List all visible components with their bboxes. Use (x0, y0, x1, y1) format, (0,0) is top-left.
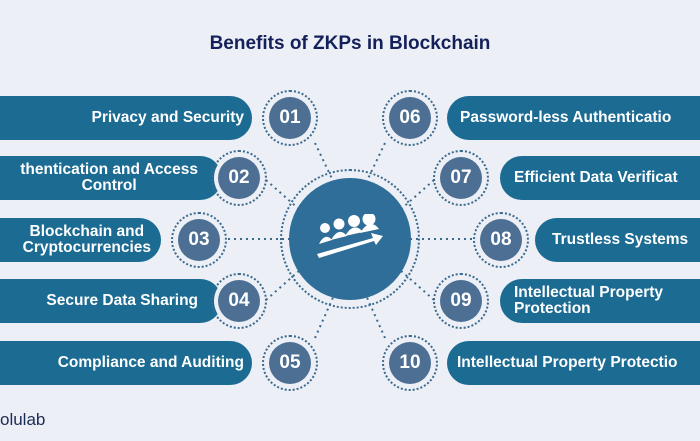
benefit-pill-08: Trustless Systems (535, 218, 700, 262)
benefit-pill-05: Compliance and Auditing (0, 341, 252, 385)
benefit-pill-06: Password-less Authenticatio (447, 96, 700, 140)
benefit-label-06: Password-less Authenticatio (460, 109, 672, 126)
connector-06 (364, 142, 386, 186)
benefit-pill-09: Intellectual Property Protection (500, 279, 700, 323)
number-badge-06: 06 (382, 90, 438, 146)
number-badge-01: 01 (262, 90, 318, 146)
central-hub (280, 169, 420, 309)
benefit-label-02: thentication and Access Control (20, 161, 198, 194)
benefit-pill-10: Intellectual Property Protectio (447, 341, 700, 385)
brand-logo: olulab (0, 410, 46, 429)
number-badge-08: 08 (473, 212, 529, 268)
benefit-label-09: Intellectual Property Protection (514, 284, 664, 317)
benefit-pill-02: thentication and Access Control (0, 156, 222, 200)
benefit-label-05: Compliance and Auditing (57, 354, 244, 371)
number-badge-05: 05 (262, 335, 318, 391)
benefit-label-03: Blockchain and Cryptocurrencies (22, 223, 151, 256)
connector-10 (364, 292, 386, 339)
benefit-pill-03: Blockchain and Cryptocurrencies (0, 218, 161, 262)
number-badge-09: 09 (433, 273, 489, 329)
number-badge-04: 04 (211, 273, 267, 329)
number-badge-02: 02 (211, 150, 267, 206)
diagram-title: Benefits of ZKPs in Blockchain (209, 33, 491, 54)
number-badge-03: 03 (171, 212, 227, 268)
connector-05 (314, 292, 336, 339)
connector-01 (314, 142, 336, 186)
benefit-label-08: Trustless Systems (552, 231, 689, 248)
benefit-label-04: Secure Data Sharing (46, 292, 198, 309)
benefit-label-07: Efficient Data Verificat (514, 169, 678, 186)
team-growth-icon (317, 214, 383, 258)
benefit-pill-01: Privacy and Security (0, 96, 252, 140)
benefit-pill-04: Secure Data Sharing (0, 279, 222, 323)
number-badge-10: 10 (382, 335, 438, 391)
benefit-label-10: Intellectual Property Protectio (457, 354, 678, 371)
number-badge-07: 07 (433, 150, 489, 206)
benefit-pill-07: Efficient Data Verificat (500, 156, 700, 200)
benefit-label-01: Privacy and Security (91, 109, 245, 126)
